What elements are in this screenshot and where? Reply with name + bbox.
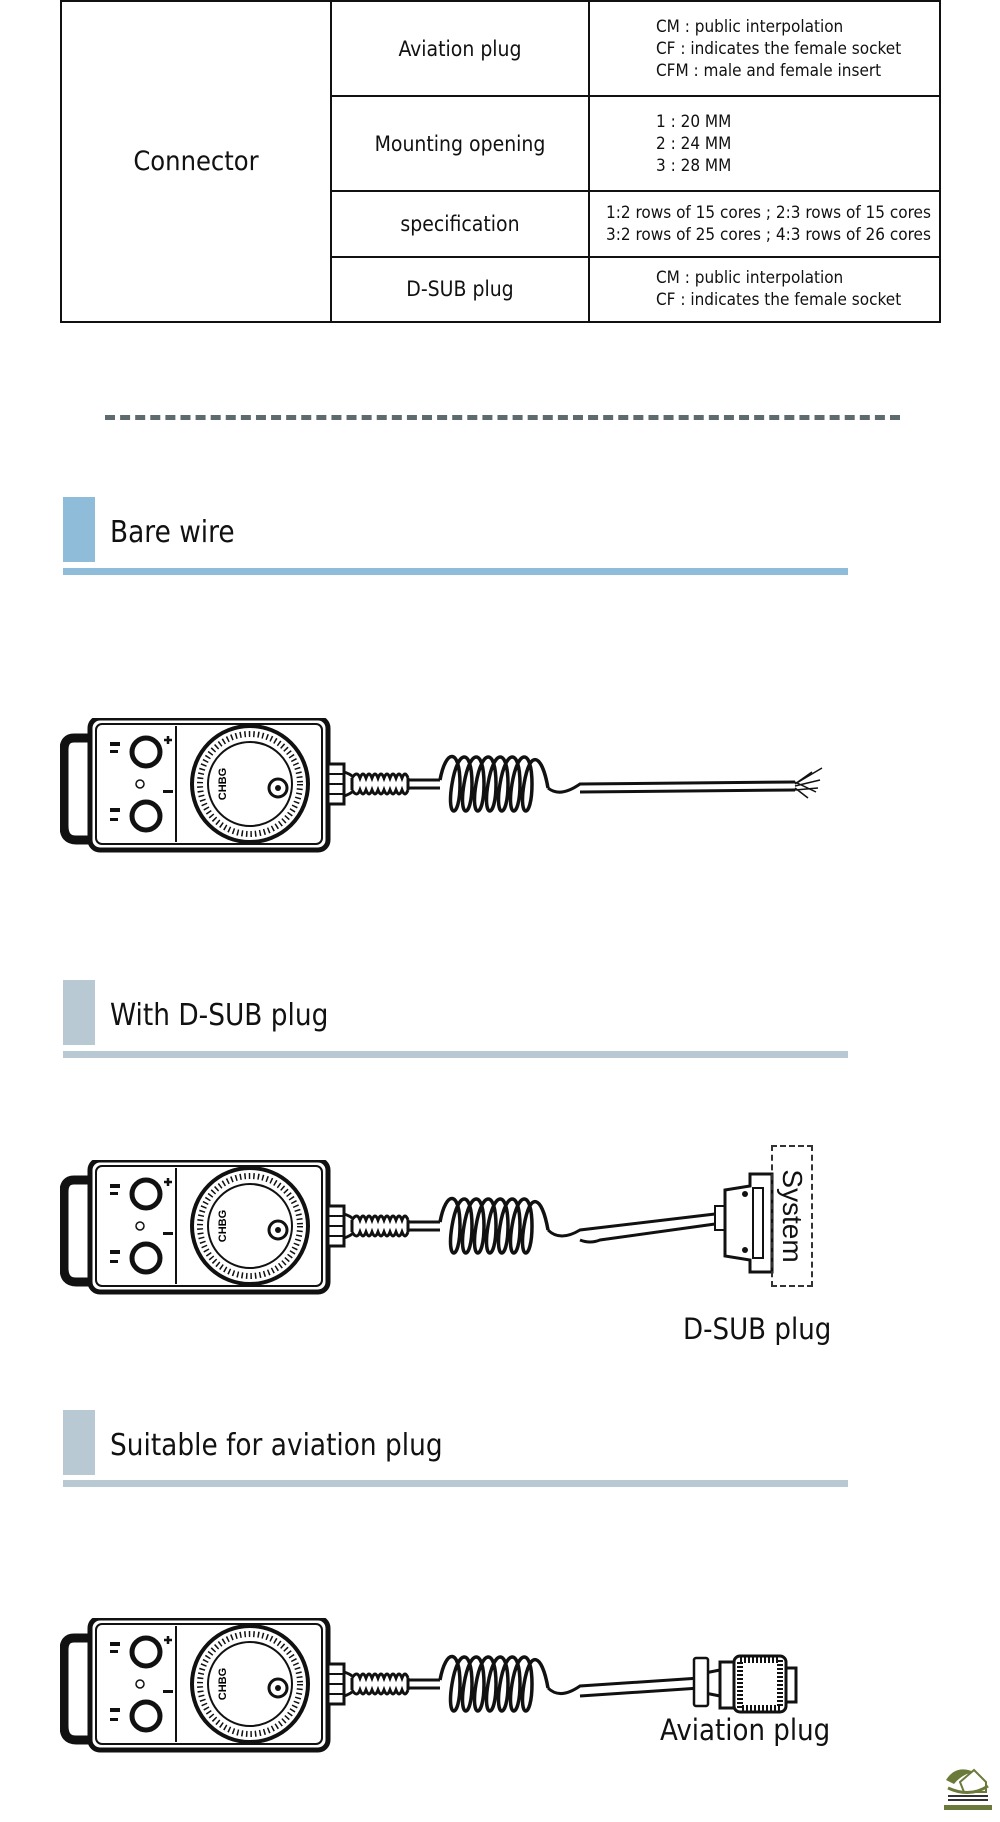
section-underline [63, 568, 848, 575]
value-line: CM : public interpolation [656, 16, 844, 37]
row-label-aviation-plug: Aviation plug [330, 0, 590, 98]
dsub-connector-icon [714, 1172, 774, 1274]
row-label-specification: specification [330, 190, 590, 258]
pendant-aviation-diagram: CHBG [60, 1618, 798, 1758]
pendant-dsub-diagram: CHBG [60, 1160, 774, 1300]
value-line: 1 : 20 MM [656, 111, 732, 132]
table-row: Mounting opening 1 : 20 MM 2 : 24 MM 3 :… [61, 95, 941, 193]
value-line: 3 : 28 MM [656, 155, 732, 176]
table-row: Connector Aviation plug CM : public inte… [60, 0, 941, 323]
connector-label: Connector [60, 0, 332, 323]
section-underline [63, 1051, 848, 1058]
value-line: 1:2 rows of 15 cores ; 2:3 rows of 15 co… [606, 203, 931, 224]
pendant-bare-wire-diagram: CHBG [60, 718, 823, 858]
device-marking: CHBG [217, 768, 229, 800]
connector-spec-table: Connector Aviation plug CM : public inte… [60, 0, 941, 324]
row-value-dsub-plug: CM : public interpolation CF : indicates… [588, 255, 941, 324]
value-line: CM : public interpolation [656, 268, 844, 289]
dsub-plug-label: D-SUB plug [683, 1312, 832, 1346]
device-marking: CHBG [217, 1668, 229, 1700]
hogaki-logo [944, 1768, 992, 1810]
row-value-mounting-opening: 1 : 20 MM 2 : 24 MM 3 : 28 MM [588, 95, 941, 193]
section-underline [63, 1480, 848, 1487]
section-marker [63, 497, 95, 562]
bare-wire-ends-icon [794, 767, 823, 799]
value-line: 2 : 24 MM [656, 133, 732, 154]
aviation-plug-label: Aviation plug [660, 1713, 831, 1747]
device-marking: CHBG [217, 1210, 229, 1242]
row-label-mounting-opening: Mounting opening [330, 95, 590, 193]
value-line: 3:2 rows of 25 cores ; 4:3 rows of 26 co… [606, 225, 931, 246]
row-value-specification: 1:2 rows of 15 cores ; 2:3 rows of 15 co… [588, 190, 941, 258]
table-row: specification 1:2 rows of 15 cores ; 2:3… [61, 190, 941, 258]
aviation-plug-icon [692, 1654, 798, 1714]
section-marker [63, 1410, 95, 1475]
value-line: CF : indicates the female socket [656, 290, 902, 311]
system-dashed-box: System [771, 1145, 813, 1287]
row-label-dsub-plug: D-SUB plug [330, 255, 590, 324]
value-line: CF : indicates the female socket [656, 38, 902, 59]
section-title-bare-wire: Bare wire [110, 515, 235, 550]
section-title-dsub: With D-SUB plug [110, 998, 329, 1033]
row-value-aviation-plug: CM : public interpolation CF : indicates… [588, 0, 941, 98]
system-label: System [777, 1169, 808, 1263]
section-title-aviation: Suitable for aviation plug [110, 1428, 443, 1463]
table-row: D-SUB plug CM : public interpolation CF … [61, 255, 941, 324]
dashed-divider [105, 415, 900, 420]
section-marker [63, 980, 95, 1045]
value-line: CFM : male and female insert [656, 60, 882, 81]
